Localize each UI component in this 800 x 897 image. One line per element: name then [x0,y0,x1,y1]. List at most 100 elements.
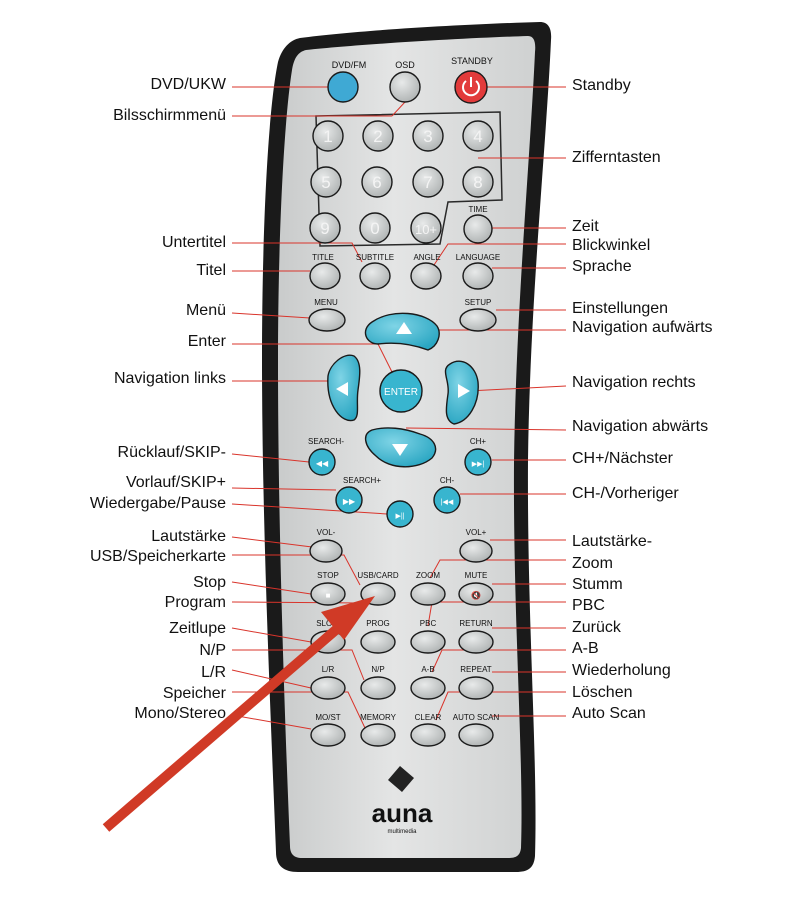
up-arrow-icon [396,322,412,334]
angle-button[interactable] [410,262,442,290]
number-label-3: 3 [423,127,432,146]
repeat-button[interactable] [458,676,494,700]
skip-prev-icon: |◀◀ [441,499,454,506]
mute-label: MUTE [465,571,488,580]
language-label: LANGUAGE [456,253,500,262]
number-label-8: 8 [473,173,482,192]
stop-button[interactable] [310,582,346,606]
number-label-4: 4 [473,127,482,146]
memory-label: MEMORY [360,713,397,722]
mute-icon: 🔇 [471,590,481,600]
number-button-1[interactable] [312,120,344,152]
callout-standby: Standby [572,77,631,94]
vol-plus-label: VOL+ [466,528,487,537]
number-button-10+[interactable] [410,212,442,244]
number-label-10+: 10+ [415,222,437,237]
callout-dvd-ukw: DVD/UKW [150,76,226,93]
callout-pbc: PBC [572,597,605,614]
callout-clear: Löschen [572,684,633,701]
line-ab [431,649,566,673]
play-pause-button[interactable] [386,500,414,528]
setup-button[interactable] [459,308,497,332]
title-button[interactable] [309,262,341,290]
menu-button[interactable] [308,308,346,332]
ch-minus-button[interactable] [433,486,461,514]
number-button-9[interactable] [309,212,341,244]
number-label-1: 1 [323,127,332,146]
callout-lr: L/R [201,664,226,681]
callout-play-pause: Wiedergabe/Pause [89,495,226,512]
callout-ch-prev: CH-/Vorheriger [572,485,679,502]
ab-button[interactable] [410,676,446,700]
prog-button[interactable] [360,630,396,654]
callout-auto-scan: Auto Scan [572,705,646,722]
callout-zoom: Zoom [572,555,613,572]
callout-nav-left: Navigation links [113,370,226,387]
callout-volume-minus: Lautstärke- [572,533,653,550]
number-label-7: 7 [423,173,432,192]
autoscan-button[interactable] [458,723,494,747]
callout-usb-card: USB/Speicherkarte [89,548,226,565]
subtitle-button[interactable] [359,262,391,290]
language-button[interactable] [462,262,494,290]
callout-np: N/P [199,642,226,659]
ch-plus-button[interactable] [464,448,492,476]
ch-plus-label: CH+ [470,437,487,446]
number-button-2[interactable] [362,120,394,152]
callout-angle: Blickwinkel [572,237,651,254]
search-plus-button[interactable] [335,486,363,514]
brand-name: auna [372,798,433,828]
line-subtitle [232,242,363,263]
down-arrow-icon [392,444,408,456]
np-button[interactable] [360,676,396,700]
callout-repeat: Wiederholung [572,662,671,679]
callout-menu: Menü [185,302,226,319]
mute-button[interactable] [458,582,494,606]
line-forward [231,487,337,491]
line-zoom [429,559,566,579]
most-button[interactable] [310,723,346,747]
brand-logo-mark [388,766,414,792]
osd-button[interactable] [389,71,421,103]
vol-minus-label: VOL- [317,528,336,537]
number-button-4[interactable] [462,120,494,152]
line-nav-down [405,427,567,431]
number-button-0[interactable] [359,212,391,244]
callout-nav-up: Navigation aufwärts [572,319,713,336]
return-button[interactable] [458,630,494,654]
menu-label: MENU [314,298,338,307]
pbc-label: PBC [420,619,437,628]
vol-plus-button[interactable] [459,539,493,563]
line-stop [231,581,312,595]
memory-button[interactable] [360,723,396,747]
pbc-button[interactable] [410,630,446,654]
number-button-3[interactable] [412,120,444,152]
autoscan-label: AUTO SCAN [453,713,500,722]
callout-return: Zurück [572,619,621,636]
callout-program: Program [164,594,226,611]
ab-label: A-B [421,665,434,674]
dvd-fm-button[interactable] [327,71,359,103]
lr-button[interactable] [310,676,346,700]
line-osd-b [391,101,406,117]
line-slow [231,627,312,643]
line-nav-right [467,385,567,392]
repeat-label: REPEAT [460,665,492,674]
number-button-8[interactable] [462,166,494,198]
number-button-6[interactable] [361,166,393,198]
number-button-5[interactable] [310,166,342,198]
time-button[interactable] [463,214,493,244]
line-vol [231,536,313,548]
most-label: MO/ST [315,713,340,722]
line-rewind [231,453,310,463]
callout-time: Zeit [572,218,599,235]
vol-minus-button[interactable] [309,539,343,563]
clear-button[interactable] [410,723,446,747]
zoom-button[interactable] [410,582,446,606]
number-button-7[interactable] [412,166,444,198]
callout-volume: Lautstärke [151,528,226,545]
search-minus-button[interactable] [308,448,336,476]
forward-icon: ▶▶ [343,497,356,506]
enter-button[interactable] [379,369,423,413]
